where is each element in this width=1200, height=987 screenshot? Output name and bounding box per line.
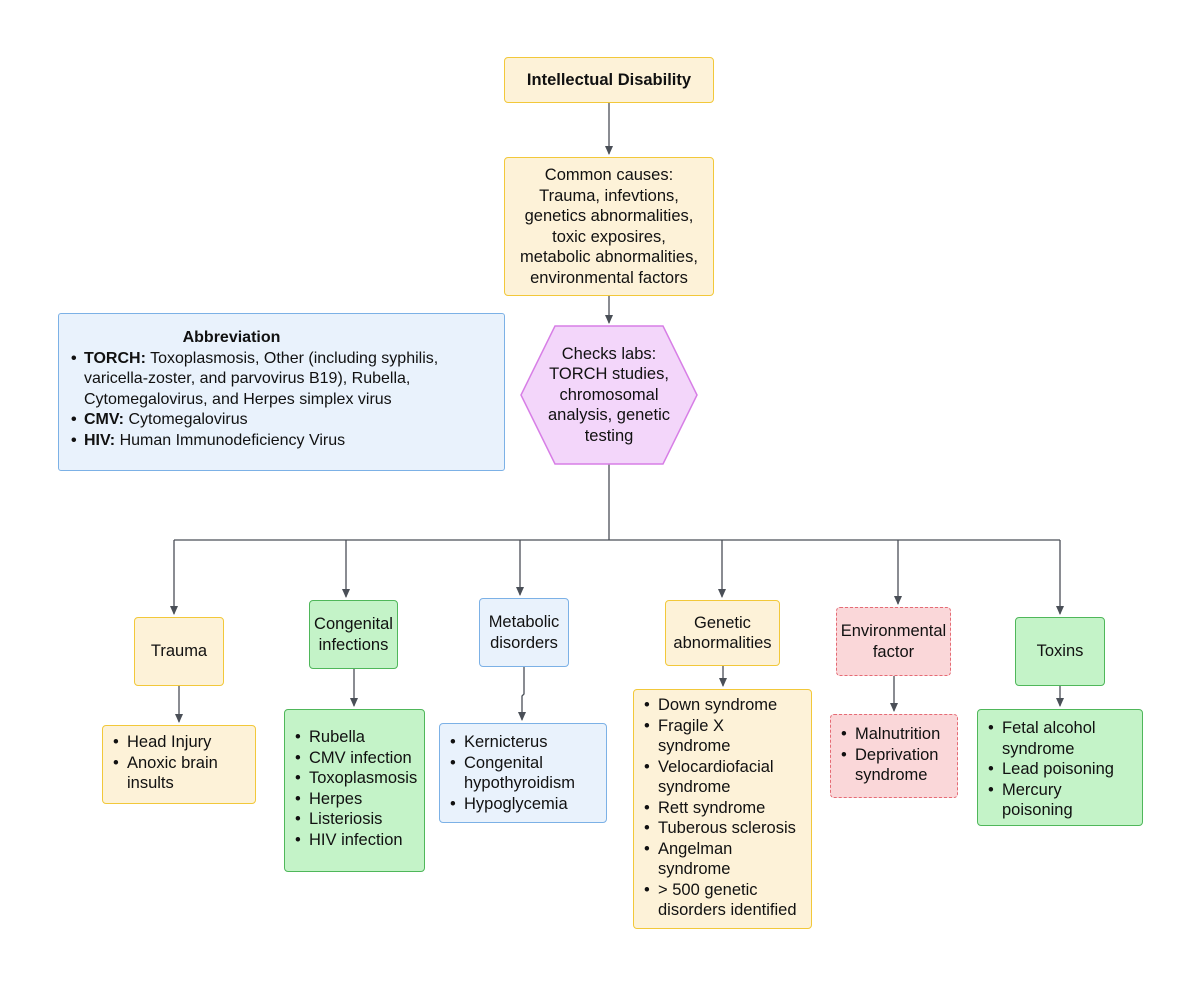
list-item: Toxoplasmosis	[295, 768, 417, 789]
causes-line: toxic exposires,	[552, 227, 666, 246]
category-toxins: Toxins	[1015, 617, 1105, 686]
list-item: HIV infection	[295, 830, 417, 851]
list-item: Rubella	[295, 727, 417, 748]
category-congenital-infections: Congenital infections	[309, 600, 398, 669]
causes-line: Trauma, infevtions,	[539, 186, 679, 205]
category-label: Environmental	[840, 622, 947, 640]
category-environmental-factor: Environmental factor	[836, 607, 951, 676]
abbreviation-term: TORCH:	[84, 349, 146, 367]
list-item: Head Injury	[113, 732, 218, 753]
category-label: abnormalities	[673, 634, 772, 652]
category-label: infections	[318, 635, 389, 654]
labs-line: analysis, genetic	[548, 406, 670, 425]
list-item: Down syndrome	[644, 695, 797, 716]
labs-line: TORCH studies,	[549, 365, 669, 384]
abbreviation-item: TORCH: Toxoplasmosis, Other (including s…	[71, 349, 492, 411]
arrow-metabolic-detail	[518, 667, 526, 721]
abbreviation-term: HIV:	[84, 431, 116, 449]
labs-line: testing	[584, 426, 634, 445]
list-item: Hypoglycemia	[450, 794, 575, 815]
abbreviation-definition: varicella-zoster, and parvovirus B19), R…	[84, 370, 411, 387]
category-label: Congenital	[314, 615, 393, 633]
list-item: Rett syndrome	[644, 798, 797, 819]
causes-line: metabolic abnormalities,	[520, 248, 698, 266]
abbreviation-box: Abbreviation TORCH: Toxoplasmosis, Other…	[58, 313, 505, 471]
causes-line: Common causes:	[544, 166, 674, 184]
abbreviation-definition: Human Immunodeficiency Virus	[119, 431, 346, 449]
abbreviation-definition: Toxoplasmosis, Other (including syphilis…	[150, 349, 439, 367]
labs-node: Checks labs: TORCH studies, chromosomal …	[519, 325, 699, 465]
list-item: Lead poisoning	[988, 759, 1114, 780]
category-label: Trauma	[150, 642, 208, 661]
category-label: Metabolic	[488, 613, 560, 631]
abbreviation-definition: Cytomegalovirus, and Herpes simplex viru…	[84, 390, 392, 408]
list-item: Tuberous sclerosis	[644, 818, 797, 839]
category-metabolic-disorders: Metabolic disorders	[479, 598, 569, 667]
hexagon-shape	[520, 325, 698, 465]
category-label: Genetic	[694, 613, 751, 632]
abbreviation-item: CMV: Cytomegalovirus	[71, 410, 492, 431]
labs-line: chromosomal	[559, 385, 659, 404]
list-item: Malnutrition	[841, 724, 940, 745]
abbreviation-term: CMV:	[84, 411, 124, 428]
abbreviation-title: Abbreviation	[182, 329, 281, 346]
causes-line: environmental factors	[530, 268, 688, 287]
list-item: Listeriosis	[295, 809, 417, 830]
labs-line: Checks labs:	[561, 344, 657, 363]
detail-congenital-infections: Rubella CMV infection Toxoplasmosis Herp…	[284, 709, 425, 872]
list-item: Herpes	[295, 789, 417, 810]
list-item: Kernicterus	[450, 732, 575, 753]
list-item: CMV infection	[295, 748, 417, 769]
category-label: Toxins	[1036, 642, 1084, 661]
causes-line: genetics abnormalities,	[524, 207, 694, 225]
root-node: Intellectual Disability	[504, 57, 714, 103]
abbreviation-definition: Cytomegalovirus	[128, 411, 248, 428]
root-label: Intellectual Disability	[526, 70, 692, 89]
abbreviation-item: HIV: Human Immunodeficiency Virus	[71, 431, 492, 452]
category-genetic-abnormalities: Genetic abnormalities	[665, 600, 780, 666]
category-trauma: Trauma	[134, 617, 224, 686]
common-causes-node: Common causes: Trauma, infevtions, genet…	[504, 157, 714, 296]
category-label: factor	[872, 642, 915, 661]
category-label: disorders	[490, 633, 558, 652]
